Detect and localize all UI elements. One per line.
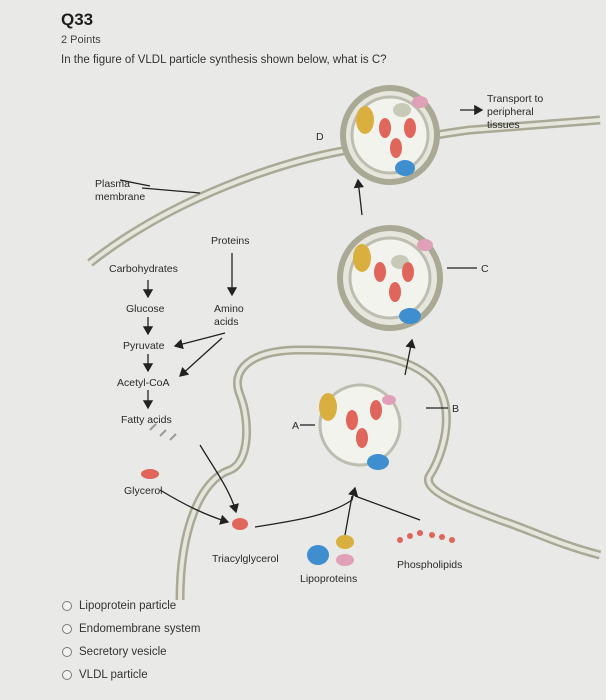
triacylglycerol-icon bbox=[232, 518, 248, 530]
label-pyruvate: Pyruvate bbox=[123, 340, 165, 352]
label-glucose: Glucose bbox=[126, 303, 165, 315]
lipoprotein-yellow bbox=[356, 106, 374, 134]
label-glycerol: Glycerol bbox=[124, 485, 163, 497]
question-number: Q33 bbox=[61, 10, 94, 29]
glycerol-icon bbox=[141, 469, 159, 479]
choice-label: Endomembrane system bbox=[79, 622, 201, 635]
label-c: C bbox=[481, 263, 489, 275]
label-phospholipids: Phospholipids bbox=[397, 559, 462, 571]
label-triacylglycerol: Triacylglycerol bbox=[212, 553, 279, 565]
label-carbohydrates: Carbohydrates bbox=[109, 263, 178, 275]
radio-button[interactable] bbox=[62, 623, 72, 634]
radio-button[interactable] bbox=[62, 646, 72, 657]
label-acetyl-coa: Acetyl-CoA bbox=[117, 377, 170, 389]
radio-button[interactable] bbox=[62, 600, 72, 611]
label-plasma-1: Plasma bbox=[95, 178, 130, 190]
label-transport-3: tissues bbox=[487, 119, 520, 131]
label-amino-1: Amino bbox=[214, 303, 244, 315]
radio-button[interactable] bbox=[62, 669, 72, 680]
question-prompt: In the figure of VLDL particle synthesis… bbox=[61, 54, 387, 66]
vesicle-b bbox=[318, 383, 402, 470]
label-a: A bbox=[292, 420, 299, 432]
label-proteins: Proteins bbox=[211, 235, 250, 247]
choice-vldl-particle[interactable]: VLDL particle bbox=[62, 663, 200, 686]
label-fatty-acids: Fatty acids bbox=[121, 414, 172, 426]
choice-endomembrane-system[interactable]: Endomembrane system bbox=[62, 617, 200, 640]
vesicle-d bbox=[340, 85, 440, 185]
lipoproteins-icon bbox=[307, 535, 354, 566]
fatty-acid-icon bbox=[149, 423, 177, 441]
phospholipids-icon bbox=[397, 530, 455, 543]
question-points: 2 Points bbox=[61, 34, 101, 46]
pathway-arrows bbox=[119, 104, 484, 536]
choice-secretory-vesicle[interactable]: Secretory vesicle bbox=[62, 640, 200, 663]
answer-choices: Lipoprotein particle Endomembrane system… bbox=[62, 594, 200, 686]
endomembrane-structure bbox=[175, 345, 602, 601]
label-transport-2: peripheral bbox=[487, 106, 534, 118]
choice-label: VLDL particle bbox=[79, 668, 148, 681]
label-plasma-2: membrane bbox=[95, 191, 145, 203]
label-amino-2: acids bbox=[214, 316, 239, 328]
label-d: D bbox=[316, 131, 324, 143]
label-lipoproteins: Lipoproteins bbox=[300, 573, 357, 585]
label-transport-1: Transport to bbox=[487, 93, 543, 105]
choice-label: Lipoprotein particle bbox=[79, 599, 177, 612]
choice-lipoprotein-particle[interactable]: Lipoprotein particle bbox=[62, 594, 200, 617]
choice-label: Secretory vesicle bbox=[79, 645, 167, 658]
label-b: B bbox=[452, 403, 459, 415]
vesicle-c bbox=[337, 225, 443, 331]
